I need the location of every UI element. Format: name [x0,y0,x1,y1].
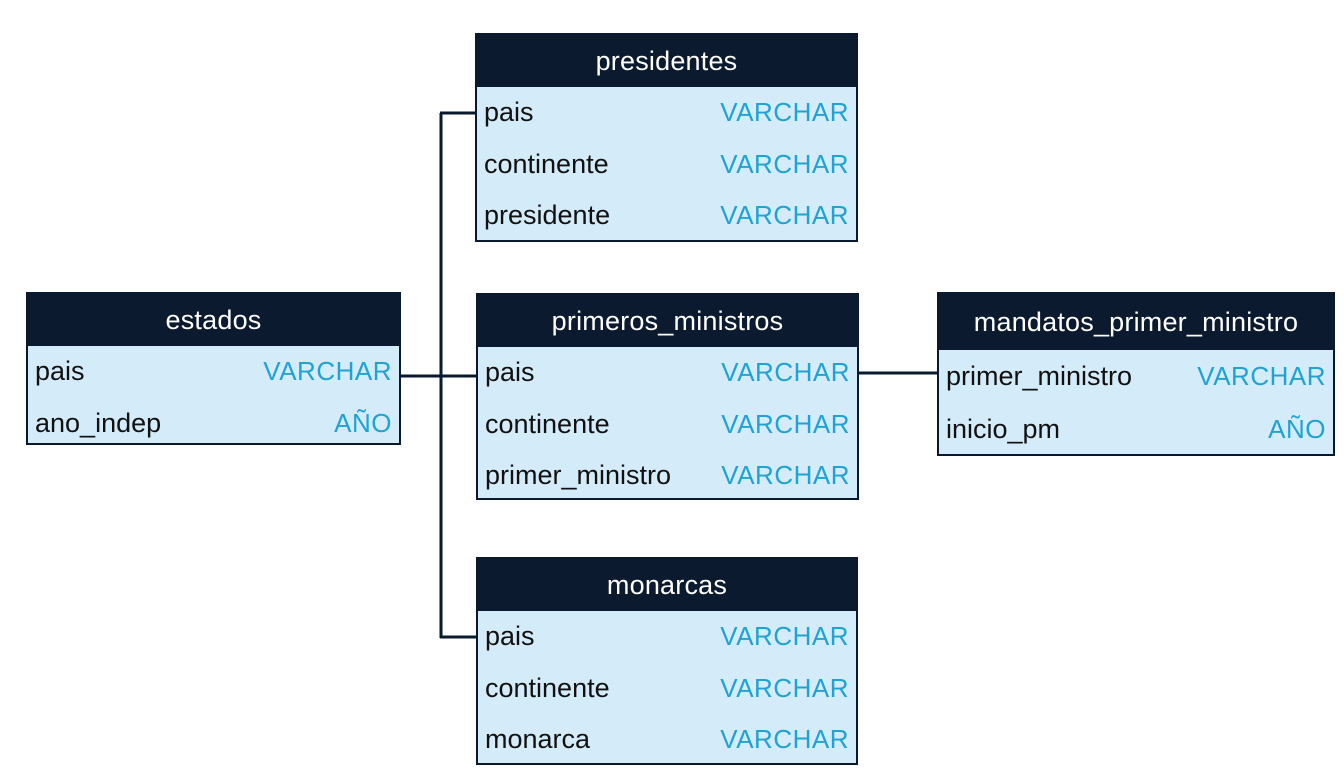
field-row: pais VARCHAR [28,346,399,398]
field-name: pais [484,97,534,128]
field-row: continente VARCHAR [478,663,856,715]
field-row: continente VARCHAR [477,139,856,191]
table-presidentes[interactable]: presidentes pais VARCHAR continente VARC… [475,33,858,242]
field-row: primer_ministro VARCHAR [478,450,857,502]
field-type: VARCHAR [720,672,849,703]
field-type: AÑO [1268,414,1326,444]
field-type: VARCHAR [720,148,849,179]
field-row: primer_ministro VARCHAR [939,350,1333,403]
field-type: VARCHAR [721,357,850,388]
field-name: inicio_pm [946,414,1061,444]
table-estados[interactable]: estados pais VARCHAR ano_indep AÑO [26,292,401,445]
table-header: estados [28,294,399,346]
field-name: continente [485,408,610,439]
table-header: presidentes [477,35,856,87]
field-type: VARCHAR [263,356,392,387]
field-name: primer_ministro [946,361,1133,391]
field-name: pais [485,621,535,652]
field-name: ano_indep [35,407,162,438]
field-row: pais VARCHAR [477,87,856,139]
field-name: monarca [485,724,591,755]
field-type: VARCHAR [721,460,850,491]
field-row: continente VARCHAR [478,399,857,451]
field-name: pais [485,357,535,388]
field-type: VARCHAR [721,408,850,439]
field-row: pais VARCHAR [478,611,856,663]
field-name: continente [485,672,610,703]
field-type: VARCHAR [720,97,849,128]
field-type: AÑO [334,407,392,438]
field-row: pais VARCHAR [478,347,857,399]
field-type: VARCHAR [720,724,849,755]
field-name: pais [35,356,85,387]
field-row: inicio_pm AÑO [939,403,1333,456]
table-header: mandatos_primer_ministro [939,294,1333,350]
field-type: VARCHAR [720,621,849,652]
field-name: presidente [484,200,611,231]
table-header: monarcas [478,559,856,611]
field-type: VARCHAR [720,200,849,231]
field-row: presidente VARCHAR [477,190,856,242]
table-mandatos-primer-ministro[interactable]: mandatos_primer_ministro primer_ministro… [937,292,1335,456]
field-name: primer_ministro [485,460,672,491]
table-header: primeros_ministros [478,295,857,347]
table-monarcas[interactable]: monarcas pais VARCHAR continente VARCHAR… [476,557,858,765]
field-row: ano_indep AÑO [28,398,399,450]
field-type: VARCHAR [1197,361,1326,391]
field-row: monarca VARCHAR [478,714,856,766]
field-name: continente [484,148,609,179]
table-primeros-ministros[interactable]: primeros_ministros pais VARCHAR continen… [476,293,859,500]
